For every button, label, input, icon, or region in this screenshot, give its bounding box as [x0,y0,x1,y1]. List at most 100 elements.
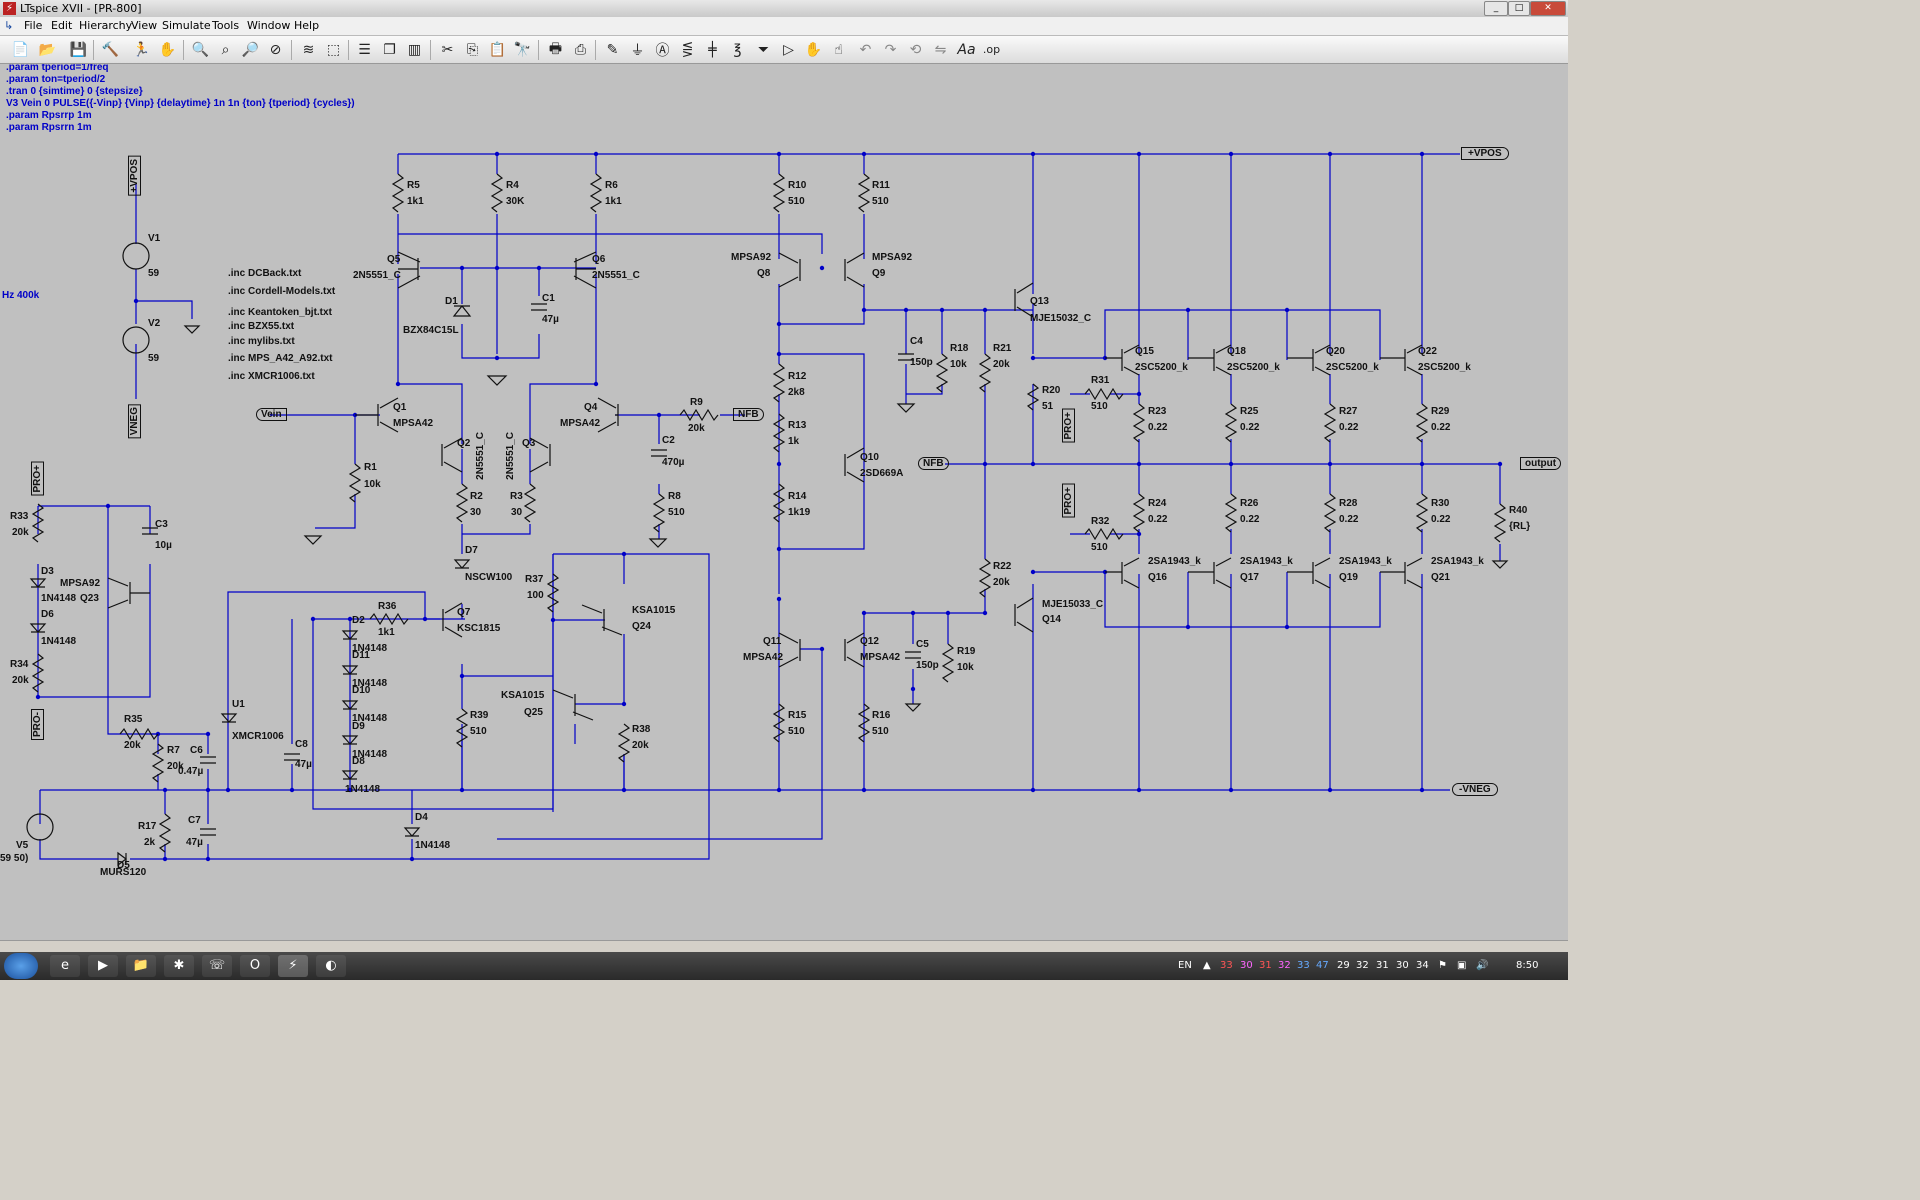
spice-directive[interactable]: .param Rpsrrp 1m [6,110,92,121]
q15-value[interactable]: 2SC5200_k [1135,362,1188,373]
maximize-button[interactable]: □ [1508,1,1530,16]
r36-value[interactable]: 1k1 [378,627,395,638]
d11-name[interactable]: D11 [352,650,370,661]
menu-tools[interactable]: Tools [212,19,240,32]
include-directive[interactable]: .inc mylibs.txt [228,336,295,347]
q16-value[interactable]: 2SA1943_k [1148,556,1201,567]
opera-icon[interactable]: O [240,955,270,977]
spice-directive[interactable]: V3 Vein 0 PULSE({-Vinp} {Vinp} {delaytim… [6,98,355,109]
d6-value[interactable]: 1N4148 [41,636,77,647]
net-flag-nfb[interactable]: NFB [733,408,764,421]
tray-volume-icon[interactable]: 🔊 [1476,960,1489,971]
q21-name[interactable]: Q21 [1431,572,1450,583]
net-flag-pro-plus[interactable]: PRO+ [1062,409,1075,443]
tile-horizontal-icon[interactable]: ☰ [358,41,371,58]
q1-value[interactable]: MPSA42 [393,418,434,429]
q8-value[interactable]: MPSA92 [731,252,772,263]
r21-value[interactable]: 20k [993,359,1010,370]
zoom-cancel-icon[interactable]: ⊘ [269,41,282,58]
r9-name[interactable]: R9 [690,397,703,408]
r12-value[interactable]: 2k8 [788,387,805,398]
c4-value[interactable]: 150p [910,357,933,368]
r38-value[interactable]: 20k [632,740,649,751]
q25-value[interactable]: KSA1015 [501,690,545,701]
r24-name[interactable]: R24 [1148,498,1167,509]
d7-name[interactable]: D7 [465,545,478,556]
d3-name[interactable]: D3 [41,566,54,577]
menu-window[interactable]: Window [247,19,291,32]
include-directive[interactable]: .inc DCBack.txt [228,268,302,279]
r28-name[interactable]: R28 [1339,498,1358,509]
move-icon[interactable]: ✋ [804,41,823,58]
r36-name[interactable]: R36 [378,601,397,612]
text-icon[interactable]: Aa [957,41,976,58]
tray-temp[interactable]: 34 [1416,960,1429,971]
q24-name[interactable]: Q24 [632,621,651,632]
r29-name[interactable]: R29 [1431,406,1450,417]
zoom-extent-icon[interactable]: ⬚ [326,41,341,58]
r23-name[interactable]: R23 [1148,406,1167,417]
d9-name[interactable]: D9 [352,721,365,732]
r31-name[interactable]: R31 [1091,375,1110,386]
d10-name[interactable]: D10 [352,685,371,696]
q11-value[interactable]: MPSA42 [743,652,784,663]
q19-value[interactable]: 2SA1943_k [1339,556,1392,567]
r10-value[interactable]: 510 [788,196,805,207]
r13-name[interactable]: R13 [788,420,807,431]
zoom-pan-icon[interactable]: ⌕ [221,41,230,58]
d3-value[interactable]: 1N4148 [41,593,77,604]
drag-icon[interactable]: ☝ [834,41,843,58]
r40-name[interactable]: R40 [1509,505,1528,516]
q23-name[interactable]: Q23 [80,593,99,604]
q25-name[interactable]: Q25 [524,707,543,718]
c8-value[interactable]: 47µ [295,759,312,770]
spice-directive-icon[interactable]: .op [982,43,1001,56]
net-flag-vneg[interactable]: VNEG [128,404,141,439]
include-directive[interactable]: .inc MPS_A42_A92.txt [228,353,333,364]
v1-value[interactable]: 59 [148,268,160,279]
halt-icon[interactable]: ✋ [158,41,177,58]
r37-value[interactable]: 100 [527,590,544,601]
tray-flag-icon[interactable]: ⚑ [1438,960,1447,971]
rotate-icon[interactable]: ⟲ [909,41,922,58]
q6-value[interactable]: 2N5551_C [592,270,640,281]
d2-value[interactable]: 1N4148 [352,643,388,654]
r22-value[interactable]: 20k [993,577,1010,588]
cascade-icon[interactable]: ❐ [383,41,396,58]
app-icon[interactable]: ✱ [164,955,194,977]
d1-name[interactable]: D1 [445,296,458,307]
tray-temp[interactable]: 47 [1316,960,1329,971]
media-player-icon[interactable]: ▶ [88,955,118,977]
q10-name[interactable]: Q10 [860,452,879,463]
label-net-icon[interactable]: Ⓐ [655,42,670,59]
tray-expand-icon[interactable]: ▲ [1203,960,1211,971]
r17-name[interactable]: R17 [138,821,157,832]
q3-value[interactable]: 2N5551_C [505,432,516,480]
q8-name[interactable]: Q8 [757,268,771,279]
c3-name[interactable]: C3 [155,519,168,530]
c2-name[interactable]: C2 [662,435,675,446]
new-schematic-icon[interactable]: 📄 [11,41,30,58]
r11-value[interactable]: 510 [872,196,889,207]
q23-value[interactable]: MPSA92 [60,578,101,589]
q5-name[interactable]: Q5 [387,254,401,265]
r33-value[interactable]: 20k [12,527,29,538]
tray-temp[interactable]: 31 [1259,960,1272,971]
q16-name[interactable]: Q16 [1148,572,1167,583]
q14-value[interactable]: MJE15033_C [1042,599,1104,610]
r25-name[interactable]: R25 [1240,406,1259,417]
tray-temp[interactable]: 30 [1240,960,1253,971]
q13-name[interactable]: Q13 [1030,296,1049,307]
spice-directive[interactable]: .tran 0 {simtime} 0 {stepsize} [6,86,143,97]
r6-value[interactable]: 1k1 [605,196,622,207]
c4-name[interactable]: C4 [910,336,923,347]
d5-name[interactable]: D5 [117,860,130,871]
q17-value[interactable]: 2SA1943_k [1240,556,1293,567]
include-directive[interactable]: .inc BZX55.txt [228,321,295,332]
c7-value[interactable]: 47µ [186,837,203,848]
tray-temp[interactable]: 29 [1337,960,1350,971]
internet-explorer-icon[interactable]: e [50,955,80,977]
net-flag-vpos[interactable]: +VPOS [128,156,141,196]
d6-name[interactable]: D6 [41,609,54,620]
r7-value[interactable]: 20k [167,761,184,772]
